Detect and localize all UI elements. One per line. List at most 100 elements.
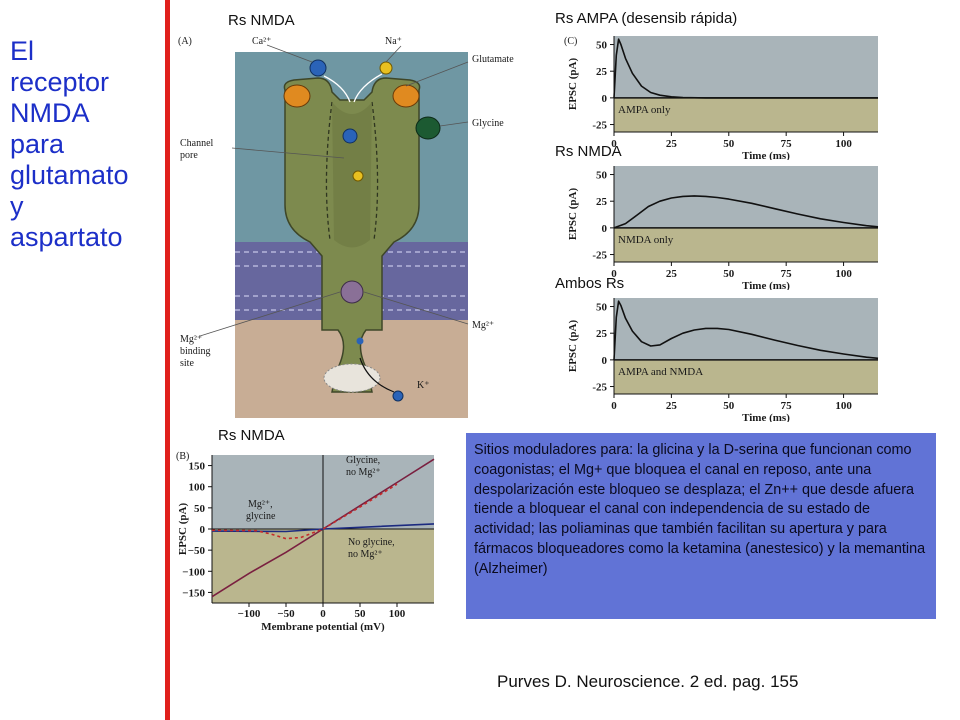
na-ion-pore: [352, 170, 364, 182]
citation: Purves D. Neuroscience. 2 ed. pag. 155: [497, 672, 799, 691]
y-tick-label: -25: [592, 382, 607, 394]
y-tick-label: −50: [188, 545, 206, 557]
plot-area-upper: [614, 36, 878, 98]
y-axis-label: EPSC (pA): [567, 320, 579, 373]
nmda-receptor-diagram: (A) Ca²⁺ Na⁺ Glutamate Glycine Channel p…: [178, 36, 514, 418]
x-tick-label: 100: [835, 138, 852, 150]
panel-label: (B): [176, 451, 189, 462]
x-tick-label: 50: [723, 138, 735, 150]
ca-ion-pore: [342, 128, 358, 144]
channel-pore-label-line2: pore: [180, 150, 198, 161]
x-tick-label: 50: [355, 608, 367, 620]
y-tick-label: 0: [602, 93, 608, 105]
ca-ion: [309, 59, 327, 77]
y-tick-label: -25: [592, 120, 607, 132]
na-ion: [379, 61, 393, 75]
x-tick-label: 75: [781, 400, 793, 412]
channel-pore: [332, 102, 372, 248]
x-tick-label: 50: [723, 400, 735, 412]
caption-rs-nmda-iv: Rs NMDA: [218, 427, 285, 444]
y-tick-label: 50: [596, 302, 608, 314]
glutamate-site-left: [283, 84, 311, 108]
y-tick-label: 25: [596, 328, 608, 340]
legend-label: AMPA only: [618, 104, 671, 116]
x-tick-label: −100: [238, 608, 261, 620]
mg-site-label-line3: site: [180, 358, 194, 369]
iv-series-line: [211, 483, 398, 540]
panel-label: (C): [564, 36, 577, 47]
x-tick-label: 0: [611, 400, 617, 412]
x-tick-label: 0: [611, 268, 617, 280]
mg-ion: [340, 280, 364, 304]
y-tick-label: 25: [596, 66, 608, 78]
k-ion-label: K⁺: [417, 380, 430, 391]
plot-area-lower: [614, 359, 878, 394]
iv-annotation: no Mg²⁺: [348, 549, 383, 560]
y-tick-label: 0: [602, 223, 608, 235]
channel-pore-label-line1: Channel: [180, 138, 214, 149]
iv-annotation: glycine: [246, 511, 276, 522]
x-tick-label: 25: [666, 138, 678, 150]
x-axis-label: Time (ms): [742, 150, 790, 160]
y-tick-label: -25: [592, 250, 607, 262]
y-tick-label: 0: [602, 355, 608, 367]
x-tick-label: 100: [835, 400, 852, 412]
na-label: Na⁺: [385, 36, 402, 47]
y-axis-label: EPSC (pA): [567, 188, 579, 241]
y-tick-label: −100: [182, 566, 205, 578]
legend-label: NMDA only: [618, 234, 674, 246]
y-axis-label: EPSC (pA): [177, 503, 189, 556]
x-tick-label: −50: [277, 608, 295, 620]
iv-annotation: Mg²⁺,: [248, 499, 273, 510]
caption-rs-ampa: Rs AMPA (desensib rápida): [555, 10, 738, 27]
slide-title: El receptor NMDA para glutamato y aspart…: [10, 36, 129, 252]
x-tick-label: 25: [666, 268, 678, 280]
k-ion-pore: [356, 337, 364, 345]
mg-ion-label: Mg²⁺: [472, 320, 494, 331]
y-tick-label: 150: [189, 461, 206, 473]
x-tick-label: 25: [666, 400, 678, 412]
x-axis-label: Time (ms): [742, 280, 790, 290]
plot-area-lower: [614, 97, 878, 132]
y-axis-label: EPSC (pA): [567, 58, 579, 111]
x-tick-label: 50: [723, 268, 735, 280]
x-axis-label: Membrane potential (mV): [261, 621, 385, 632]
glutamate-site-right: [392, 84, 420, 108]
ca-label: Ca²⁺: [252, 36, 271, 47]
modulatory-sites-textbox: Sitios moduladores para: la glicina y la…: [466, 433, 936, 619]
plot-area-lower: [614, 227, 878, 262]
epsc-trace-line: [613, 300, 879, 360]
y-tick-label: 100: [189, 482, 206, 494]
x-tick-label: 100: [389, 608, 406, 620]
y-tick-label: 0: [200, 524, 206, 536]
legend-label: AMPA and NMDA: [618, 366, 703, 378]
plot-area-upper: [614, 166, 878, 228]
epsc-trace-line: [613, 195, 879, 229]
x-axis-label: Time (ms): [742, 412, 790, 422]
y-tick-label: 25: [596, 196, 608, 208]
y-tick-label: 50: [596, 40, 608, 52]
panel-a-label: (A): [178, 36, 192, 47]
y-tick-label: 50: [596, 170, 608, 182]
glycine-label: Glycine: [472, 118, 504, 129]
iv-chart: 150 100 50 0 −50 −100 −150 −100 −50 0 50 100Membran…: [176, 451, 435, 632]
iv-annotation: Glycine,: [346, 455, 380, 466]
iv-annotation: No glycine,: [348, 537, 395, 548]
y-tick-label: −150: [182, 587, 205, 599]
x-tick-label: 0: [611, 138, 617, 150]
glutamate-label: Glutamate: [472, 54, 514, 65]
mg-site-label-line2: binding: [180, 346, 211, 357]
caption-ambos: Ambos Rs: [555, 275, 625, 292]
caption-rs-nmda-trace: Rs NMDA: [555, 143, 622, 160]
mg-site-label-line1: Mg²⁺: [180, 334, 202, 345]
x-tick-label: 75: [781, 268, 793, 280]
plot-area-upper: [614, 298, 878, 360]
x-tick-label: 0: [320, 608, 326, 620]
epsc-trace-line: [613, 38, 878, 99]
y-tick-label: 50: [194, 503, 206, 515]
iv-annotation: no Mg²⁺: [346, 467, 381, 478]
caption-rs-nmda-diagram: Rs NMDA: [228, 12, 295, 29]
